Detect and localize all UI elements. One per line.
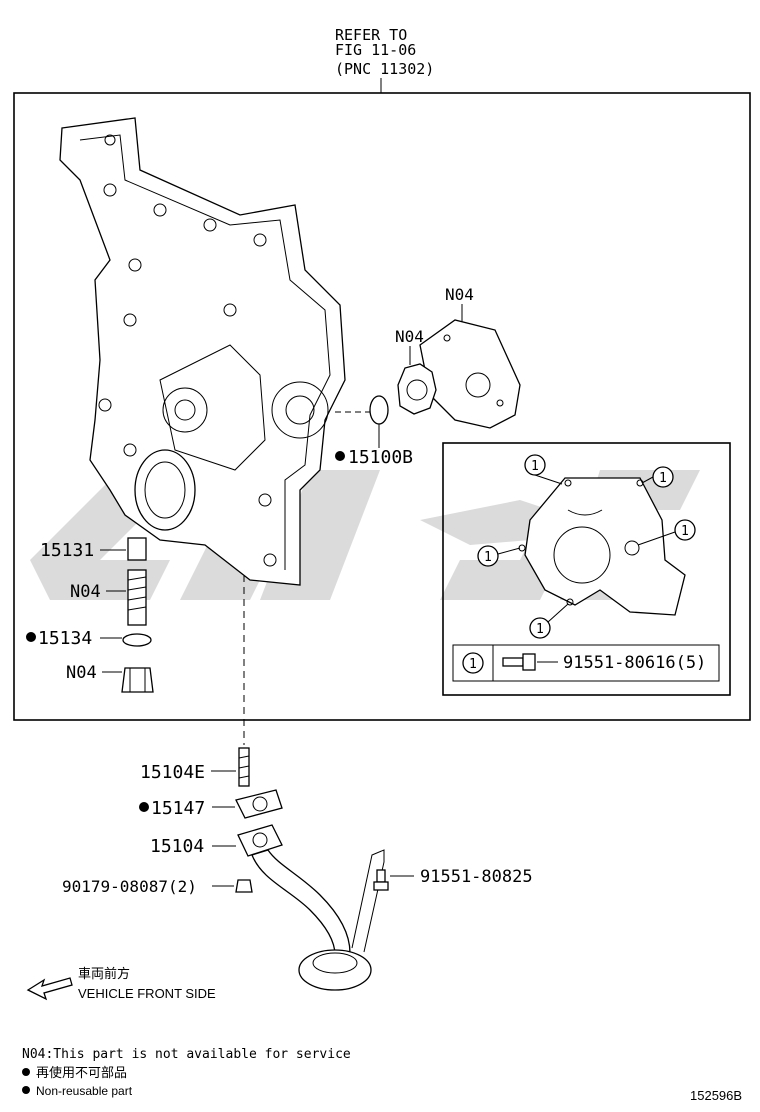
label-gasket: 15134 bbox=[38, 628, 92, 649]
label-rotor: N04 bbox=[395, 327, 424, 346]
inset-callouts: 1 1 1 1 1 bbox=[477, 454, 696, 639]
stud-bolt bbox=[238, 747, 250, 787]
nonreusable-dot-strainer-gasket bbox=[139, 802, 149, 812]
front-arrow-icon bbox=[26, 977, 73, 1001]
main-frame bbox=[13, 92, 751, 721]
nut bbox=[235, 879, 253, 893]
oil-pump-cover bbox=[419, 319, 521, 429]
refer-to-line1: REFER TO bbox=[335, 26, 407, 44]
label-plug: N04 bbox=[66, 663, 97, 683]
plug-gasket bbox=[122, 633, 152, 647]
legend-dot-jp bbox=[22, 1068, 30, 1076]
direction-jp: 車両前方 bbox=[78, 966, 130, 981]
table-key-circle bbox=[462, 652, 484, 674]
label-pump-cover: N04 bbox=[445, 285, 474, 304]
inset-table bbox=[452, 644, 720, 682]
callout-b: 1 bbox=[659, 471, 667, 486]
label-seal: 15100B bbox=[348, 447, 413, 468]
callout-a: 1 bbox=[531, 459, 539, 474]
note-nonreusable-jp: 再使用不可部品 bbox=[36, 1065, 127, 1080]
table-key: 1 bbox=[469, 657, 477, 672]
note-nonreusable-en: Non-reusable part bbox=[36, 1084, 133, 1098]
relief-valve-plug bbox=[121, 667, 154, 693]
direction-en: VEHICLE FRONT SIDE bbox=[78, 986, 216, 1001]
figure-id: 152596B bbox=[690, 1088, 742, 1103]
relief-valve-cap bbox=[127, 537, 147, 561]
callout-d: 1 bbox=[484, 550, 492, 565]
refer-to-line3: (PNC 11302) bbox=[335, 60, 434, 78]
label-strainer-gasket: 15147 bbox=[151, 798, 205, 819]
strainer-bolt bbox=[373, 869, 389, 891]
strainer-gasket-hole bbox=[252, 796, 268, 812]
oil-pump-rotor bbox=[397, 363, 437, 415]
timing-chain-cover bbox=[59, 117, 346, 586]
pump-body-detail bbox=[518, 477, 686, 616]
table-part-number: 91551-80616(5) bbox=[563, 653, 706, 673]
legend-dot-en bbox=[22, 1086, 30, 1094]
label-stud: 15104E bbox=[140, 762, 205, 783]
label-spring: N04 bbox=[70, 582, 101, 602]
note-n04: N04:This part is not available for servi… bbox=[22, 1047, 351, 1062]
bolt-icon bbox=[502, 653, 536, 671]
label-cap: 15131 bbox=[40, 540, 94, 561]
nonreusable-dot-seal bbox=[335, 451, 345, 461]
label-nut: 90179-08087(2) bbox=[62, 877, 197, 896]
o-ring-seal bbox=[369, 395, 389, 425]
label-strainer: 15104 bbox=[150, 836, 204, 857]
label-bolt: 91551-80825 bbox=[420, 867, 533, 887]
callout-e: 1 bbox=[536, 622, 544, 637]
oil-strainer bbox=[237, 824, 385, 991]
nonreusable-dot-gasket bbox=[26, 632, 36, 642]
relief-valve-spring bbox=[127, 569, 147, 626]
refer-to-line2: FIG 11-06 bbox=[335, 41, 416, 59]
inset-frame bbox=[442, 442, 731, 696]
strainer-gasket bbox=[235, 789, 283, 819]
callout-c: 1 bbox=[681, 524, 689, 539]
